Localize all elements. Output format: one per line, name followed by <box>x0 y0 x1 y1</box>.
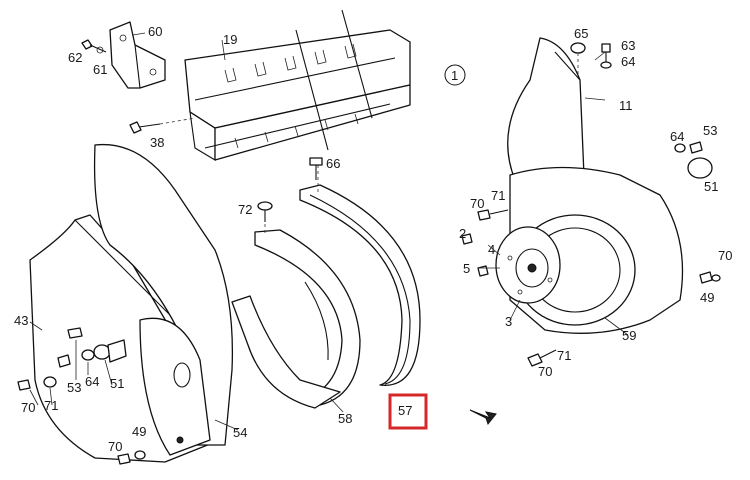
guard-54 <box>93 143 234 456</box>
label-54: 54 <box>233 425 247 440</box>
label-64-top: 64 <box>621 54 635 69</box>
strap-57 <box>299 165 421 386</box>
bracket-60 <box>109 21 166 89</box>
label-61: 61 <box>93 62 107 77</box>
part-labels: 60 62 61 19 38 1 65 63 64 11 64 53 51 66… <box>14 24 732 454</box>
label-71-top: 71 <box>491 188 505 203</box>
washer-64-top <box>674 141 713 179</box>
label-70-bottom-left: 70 <box>108 439 122 454</box>
label-53-right: 53 <box>703 123 717 138</box>
figure-marker-label: 1 <box>451 68 458 83</box>
bolt-72 <box>257 201 273 222</box>
bolt-65 <box>570 42 586 75</box>
label-49-right: 49 <box>700 290 714 305</box>
label-49-left: 49 <box>132 424 146 439</box>
label-71-left: 71 <box>44 398 58 413</box>
label-70-right: 70 <box>718 248 732 263</box>
label-71-bottom: 71 <box>557 348 571 363</box>
label-60: 60 <box>148 24 162 39</box>
label-51-left: 51 <box>110 376 124 391</box>
bolt-62 <box>81 39 107 54</box>
comb-rail-19 <box>184 9 411 161</box>
label-11: 11 <box>619 98 633 113</box>
label-66: 66 <box>326 156 340 171</box>
hub-3 <box>495 226 561 304</box>
label-64-right: 64 <box>670 129 684 144</box>
bolts-71-70-top <box>461 209 509 277</box>
bolt-38 <box>129 117 196 134</box>
label-72: 72 <box>238 202 252 217</box>
bolt-63 <box>600 43 612 69</box>
cover-59 <box>509 166 684 334</box>
label-70-top: 70 <box>470 196 484 211</box>
label-62: 62 <box>68 50 82 65</box>
label-64-left: 64 <box>85 374 99 389</box>
label-3: 3 <box>505 314 512 329</box>
label-53-left: 53 <box>67 380 81 395</box>
label-58: 58 <box>338 411 352 426</box>
label-19: 19 <box>223 32 237 47</box>
label-63: 63 <box>621 38 635 53</box>
highlight-box-57 <box>388 393 428 430</box>
label-57: 57 <box>398 403 412 418</box>
leader-lines <box>29 32 629 431</box>
bolts-71-70-bottom <box>527 349 557 367</box>
label-70-left: 70 <box>21 400 35 415</box>
label-38: 38 <box>150 135 164 150</box>
label-43: 43 <box>14 313 28 328</box>
label-59: 59 <box>622 328 636 343</box>
label-2: 2 <box>459 226 466 241</box>
direction-arrow <box>469 409 497 426</box>
label-70-bottom: 70 <box>538 364 552 379</box>
strap-58 <box>231 212 361 409</box>
bolts-left-group <box>17 327 146 465</box>
label-51-right: 51 <box>704 179 718 194</box>
bolt-66 <box>309 157 323 180</box>
bolt-70-49-right <box>699 271 721 284</box>
label-5: 5 <box>463 261 470 276</box>
figure-marker <box>444 64 466 86</box>
label-4: 4 <box>488 242 495 257</box>
label-65: 65 <box>574 26 588 41</box>
